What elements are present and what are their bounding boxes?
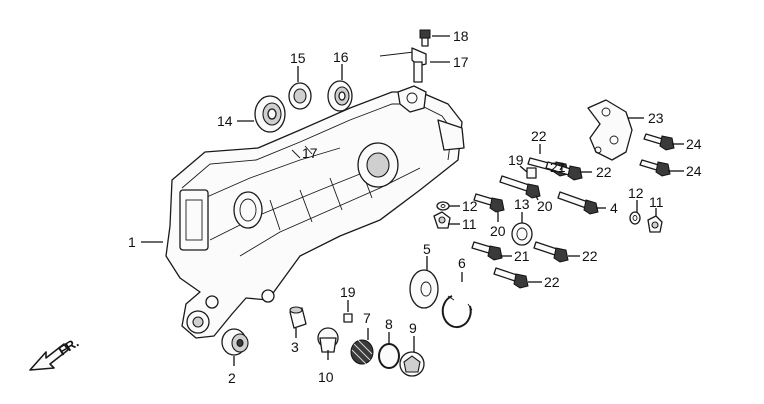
callout-5: 5 — [423, 241, 431, 257]
callout-18: 18 — [453, 28, 469, 44]
callout-20-lower: 20 — [490, 223, 506, 239]
sensor-17 — [379, 47, 427, 83]
callout-1: 1 — [128, 234, 136, 250]
front-direction-arrow: FR. — [29, 335, 81, 371]
washer-12-right — [629, 211, 641, 225]
callout-16: 16 — [333, 49, 349, 65]
callout-12-left: 12 — [462, 198, 478, 214]
spring-7 — [350, 339, 374, 365]
callout-22-right: 22 — [596, 164, 612, 180]
callout-7: 7 — [363, 310, 371, 326]
callout-10: 10 — [318, 369, 334, 385]
callout-24-lower: 24 — [686, 163, 702, 179]
callout-22-top: 22 — [531, 128, 547, 144]
callout-21-upper: 21 — [550, 159, 566, 175]
dowel-pin-19-lower — [343, 313, 353, 323]
callout-11-left: 11 — [462, 216, 477, 232]
callouts: 1 2 3 4 5 6 7 8 9 10 11 11 12 12 13 14 1… — [128, 28, 702, 386]
callout-9: 9 — [409, 320, 417, 336]
callout-2: 2 — [228, 370, 236, 386]
callout-4: 4 — [610, 200, 618, 216]
nut-11-left — [433, 211, 451, 229]
bearing-14 — [254, 95, 286, 133]
o-ring-8 — [378, 343, 400, 369]
callout-11-right: 11 — [649, 194, 664, 210]
callout-19-lower: 19 — [340, 284, 356, 300]
callout-14: 14 — [217, 113, 233, 129]
circlip-6 — [441, 295, 473, 329]
callout-3: 3 — [291, 339, 299, 355]
bolt-22-mid — [533, 241, 569, 263]
bolt-4 — [557, 191, 599, 215]
callout-19-right: 19 — [508, 152, 524, 168]
washer-12-left — [436, 201, 450, 211]
oil-seal-13 — [511, 222, 533, 246]
bolt-22-bottom — [493, 267, 529, 289]
crankcase — [165, 85, 465, 339]
callout-22-mid: 22 — [582, 248, 598, 264]
washer-5 — [409, 269, 439, 309]
dowel-pin-3 — [289, 306, 307, 329]
callout-20-upper: 20 — [537, 198, 553, 214]
bolt-21-lower — [471, 241, 503, 261]
bolt-24-upper — [643, 133, 675, 151]
callout-24-upper: 24 — [686, 136, 702, 152]
nut-11-right — [647, 215, 663, 233]
callout-12-right: 12 — [628, 185, 644, 201]
bolt-20-upper — [499, 175, 541, 199]
callout-23: 23 — [648, 110, 664, 126]
bearing-15 — [288, 82, 312, 110]
bracket-23 — [587, 99, 633, 161]
callout-6: 6 — [458, 255, 466, 271]
dowel-pin-19-right — [526, 167, 537, 179]
callout-21-lower: 21 — [514, 248, 530, 264]
bolt-24-lower — [639, 159, 671, 177]
drain-bolt-9 — [399, 351, 425, 377]
callout-17: 17 — [453, 54, 469, 70]
bolt-18 — [419, 29, 431, 47]
callout-13: 13 — [514, 196, 530, 212]
bearing-2 — [221, 328, 249, 356]
callout-22-bottom: 22 — [544, 274, 560, 290]
filter-cap-10 — [317, 327, 339, 353]
bearing-16 — [327, 80, 353, 112]
callout-8: 8 — [385, 316, 393, 332]
callout-15: 15 — [290, 50, 306, 66]
leader-lines — [141, 35, 684, 366]
callout-17-case: 17 — [302, 145, 318, 161]
bolt-20-lower — [473, 193, 505, 213]
